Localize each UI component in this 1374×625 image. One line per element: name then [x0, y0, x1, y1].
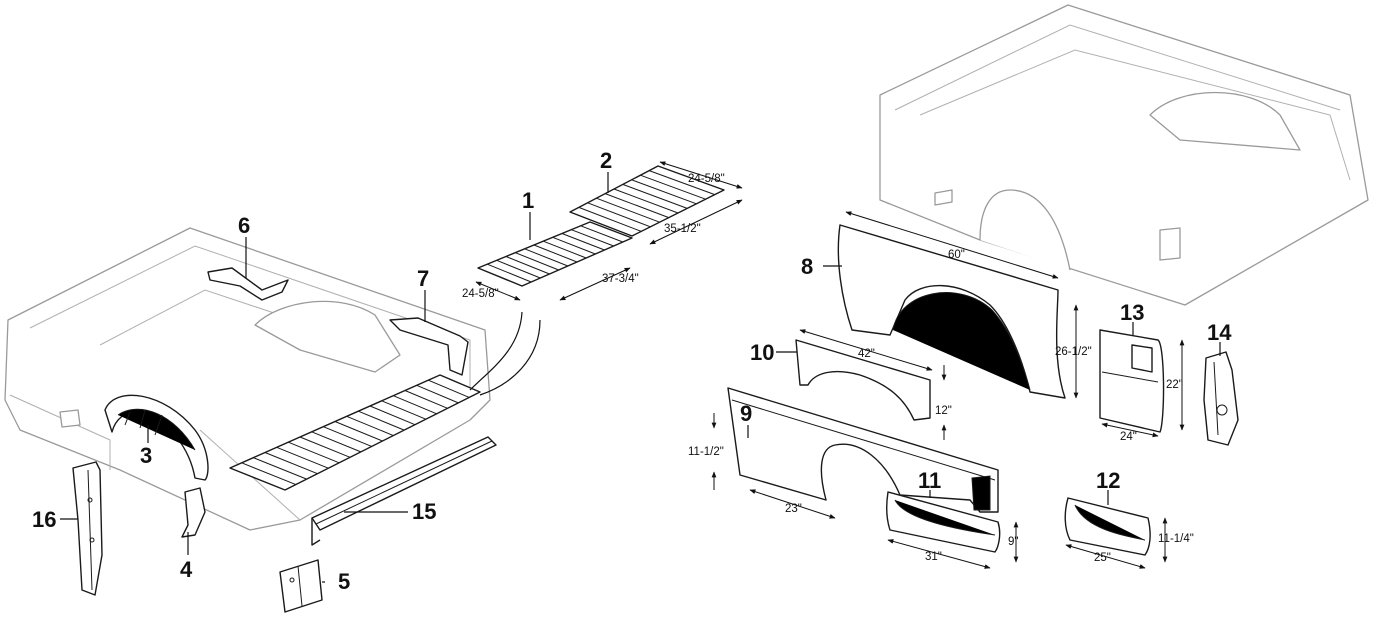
- dim-p8-height: 26-1/2": [1055, 346, 1092, 358]
- floor-rib: [241, 462, 297, 486]
- floor-rib: [381, 400, 427, 420]
- dim-p11-height: 9": [1008, 536, 1018, 548]
- callout-1: 1: [522, 188, 534, 213]
- floor-rib: [276, 446, 329, 469]
- part-12-patch-panel: [1064, 497, 1151, 556]
- floor-rib: [543, 240, 587, 259]
- part-15-rail: [311, 436, 497, 546]
- floor-rib: [416, 384, 459, 404]
- floor-rib: [369, 405, 416, 426]
- floor-rib: [288, 441, 340, 464]
- floor-rib: [311, 431, 362, 453]
- floor-rib: [428, 379, 470, 398]
- part-9-lower-panel: [727, 387, 999, 513]
- floor-rib: [358, 410, 405, 431]
- callout-2: 2: [600, 148, 612, 173]
- dim-p12-length: 25": [1094, 552, 1111, 564]
- callout-5: 5: [338, 569, 350, 594]
- floor-rib: [587, 202, 651, 228]
- part-7-bracket: [389, 317, 469, 376]
- dim-p9-length: 23": [785, 503, 802, 515]
- floor-rib: [571, 229, 614, 247]
- floor-rib: [404, 390, 448, 409]
- floor-rib: [393, 395, 437, 415]
- dim-p13-width: 24": [1120, 431, 1137, 443]
- floor-rib: [496, 259, 541, 279]
- installed-floor: [229, 374, 481, 491]
- callout-9: 9: [740, 401, 752, 426]
- floor-rib: [264, 452, 318, 475]
- dim-p11-length: 31": [925, 551, 942, 563]
- callout-3: 3: [140, 443, 152, 468]
- floor-rib: [487, 263, 532, 283]
- callout-8: 8: [801, 254, 813, 279]
- part-4-bracket: [181, 487, 206, 538]
- dim-p1-length: 37-3/4": [602, 273, 639, 285]
- dim-p1-width: 24-5/8": [462, 288, 499, 300]
- dim-p2-length: 35-1/2": [664, 223, 701, 235]
- part-13-corner-panel: [1099, 329, 1165, 433]
- part-1-floor: [477, 221, 633, 287]
- dim-p9-height: 11-1/2": [688, 446, 724, 458]
- floor-rib: [596, 197, 660, 223]
- part-3-wheelhouse: [104, 394, 209, 481]
- callout-7: 7: [417, 266, 429, 291]
- part-5-plate: [279, 559, 323, 613]
- floor-rib: [552, 236, 596, 255]
- floor-rib: [253, 457, 307, 480]
- callout-13: 13: [1120, 300, 1144, 325]
- dim-p2-width: 24-5/8": [688, 173, 725, 185]
- dim-p10-height: 12": [935, 405, 952, 417]
- floor-rib: [515, 252, 559, 271]
- dim-p13-height: 22": [1166, 379, 1183, 391]
- floor-rib: [323, 426, 372, 447]
- callout-12: 12: [1096, 468, 1120, 493]
- part-16-pillar: [72, 461, 103, 596]
- dim-p8-length: 60": [948, 249, 965, 261]
- floor-rib: [561, 233, 605, 251]
- callout-15: 15: [412, 499, 436, 524]
- callout-4: 4: [180, 557, 193, 582]
- part-11-patch-panel: [885, 491, 1001, 553]
- part-6-bracket: [207, 267, 289, 301]
- floor-rib: [299, 436, 351, 458]
- floor-rib: [578, 206, 642, 232]
- floor-rib: [505, 256, 550, 275]
- callout-16: 16: [32, 507, 56, 532]
- floor-rib: [524, 248, 569, 267]
- floor-rib: [533, 244, 578, 263]
- dim-p10-length: 42": [858, 348, 875, 360]
- floor-rib: [580, 225, 624, 243]
- dim-p12-height: 11-1/4": [1158, 533, 1194, 545]
- floor-rib: [346, 415, 394, 437]
- callout-14: 14: [1207, 320, 1232, 345]
- callout-10: 10: [750, 340, 774, 365]
- callout-11: 11: [918, 468, 941, 493]
- part-14-tail-pillar: [1203, 351, 1239, 446]
- callout-6: 6: [238, 213, 250, 238]
- floor-rib: [334, 421, 383, 442]
